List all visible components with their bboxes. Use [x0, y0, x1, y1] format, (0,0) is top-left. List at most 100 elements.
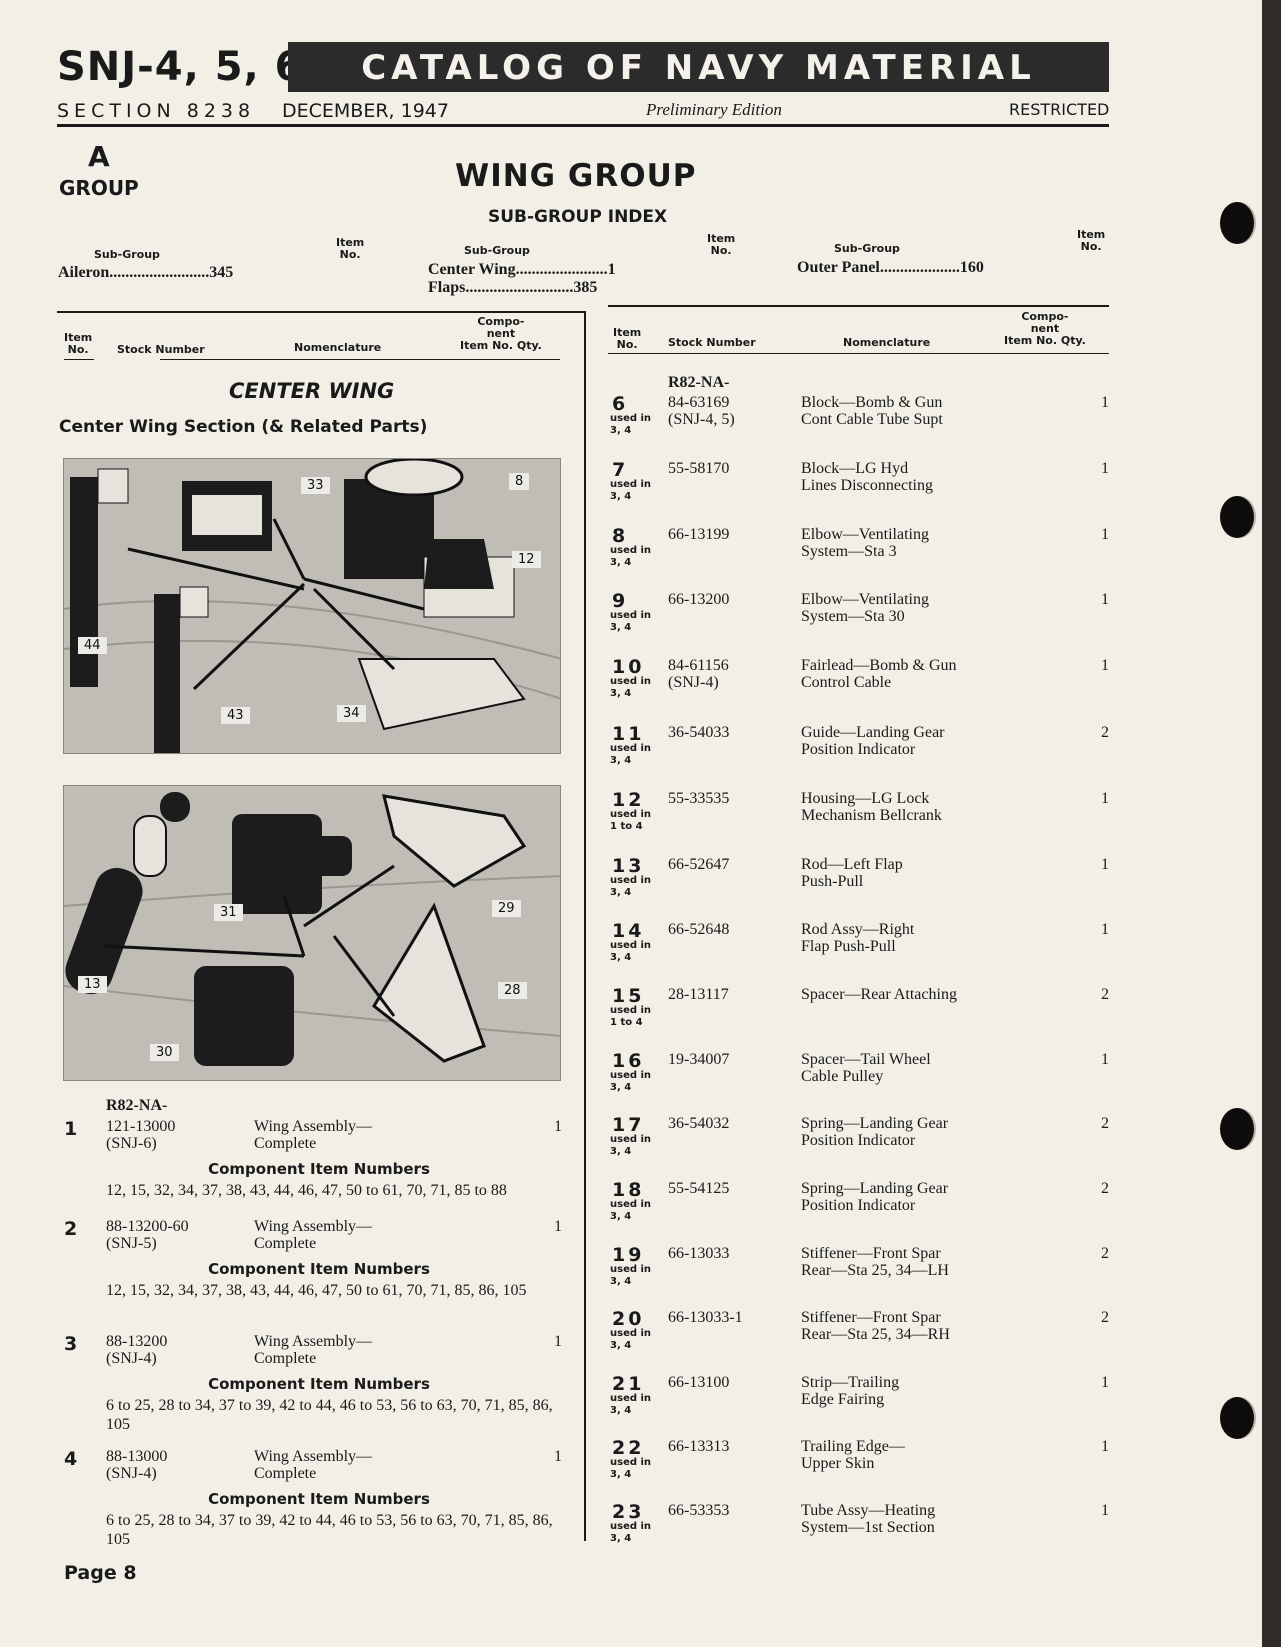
stock-number: 88-13000(SNJ-4)	[106, 1448, 168, 1482]
nomenclature: Wing Assembly—Complete	[254, 1218, 373, 1252]
component-numbers: 12, 15, 32, 34, 37, 38, 43, 44, 46, 47, …	[106, 1282, 527, 1299]
callout-33: 33	[301, 477, 330, 494]
edition-label: Preliminary Edition	[646, 100, 782, 119]
quantity: 1	[554, 1448, 562, 1465]
stock-number: 55-58170	[668, 460, 730, 477]
quantity: 1	[1101, 1051, 1109, 1068]
item-number: 7	[612, 459, 629, 481]
component-heading: Component Item Numbers	[208, 1375, 430, 1393]
stock-number: 36-54033	[668, 724, 730, 741]
stock-number: 84-63169(SNJ-4, 5)	[668, 394, 735, 428]
list-item[interactable]: 4 88-13000(SNJ-4) Wing Assembly—Complete…	[64, 1448, 574, 1558]
header-rule	[57, 124, 1109, 127]
quantity: 1	[1101, 460, 1109, 477]
list-item[interactable]: 2 88-13200-60(SNJ-5) Wing Assembly—Compl…	[64, 1218, 574, 1328]
right-header-stock: Stock Number	[668, 336, 756, 349]
quantity: 2	[1101, 1180, 1109, 1197]
item-number: 1	[64, 1118, 78, 1140]
right-header-nomenclature: Nomenclature	[843, 336, 931, 349]
quantity: 2	[1101, 724, 1109, 741]
item-number: 21	[612, 1373, 645, 1395]
nomenclature: Spacer—Rear Attaching	[801, 986, 957, 1003]
group-title: WING GROUP	[455, 158, 697, 194]
parts-illustration-2	[64, 786, 560, 1080]
center-wing-title: CENTER WING	[229, 379, 395, 403]
list-item[interactable]: 1 121-13000(SNJ-6) Wing Assembly—Complet…	[64, 1118, 574, 1228]
item-number: 2	[64, 1218, 78, 1240]
index-entry-flaps[interactable]: Flaps...........................385	[428, 279, 598, 296]
stock-number: 66-53353	[668, 1502, 730, 1519]
index-entry-outer-panel[interactable]: Outer Panel....................160	[797, 259, 984, 276]
quantity: 1	[1101, 790, 1109, 807]
component-heading: Component Item Numbers	[208, 1160, 430, 1178]
parts-photo-1: 33 8 12 44 43 34	[63, 458, 561, 754]
list-item[interactable]: 3 88-13200(SNJ-4) Wing Assembly—Complete…	[64, 1333, 574, 1443]
quantity: 1	[1101, 657, 1109, 674]
stock-number: 88-13200(SNJ-4)	[106, 1333, 168, 1367]
catalog-title-banner: CATALOG OF NAVY MATERIAL	[288, 42, 1109, 92]
right-table-top-rule	[608, 305, 1109, 307]
binder-hole	[1220, 1397, 1254, 1439]
item-number: 23	[612, 1501, 645, 1523]
index-col-subgroup: Sub-Group	[94, 248, 160, 261]
item-number: 14	[612, 920, 645, 942]
page-number: Page 8	[64, 1562, 137, 1584]
stock-number: 66-13033	[668, 1245, 730, 1262]
index-entry-aileron[interactable]: Aileron.........................345	[58, 264, 234, 281]
callout-34: 34	[337, 705, 366, 722]
index-entry-center-wing[interactable]: Center Wing.......................1	[428, 261, 616, 278]
component-heading: Component Item Numbers	[208, 1260, 430, 1278]
index-col-subgroup-3: Sub-Group	[834, 242, 900, 255]
header-underline	[608, 353, 1109, 354]
header-underline	[64, 359, 94, 360]
date-label: DECEMBER, 1947	[282, 100, 449, 122]
item-number: 3	[64, 1333, 78, 1355]
left-header-stock: Stock Number	[117, 343, 205, 356]
quantity: 1	[1101, 394, 1109, 411]
quantity: 1	[1101, 1374, 1109, 1391]
quantity: 1	[1101, 921, 1109, 938]
stock-number: 66-13100	[668, 1374, 730, 1391]
item-number: 10	[612, 656, 645, 678]
item-number: 12	[612, 789, 645, 811]
stock-number: 121-13000(SNJ-6)	[106, 1118, 176, 1152]
quantity: 1	[1101, 856, 1109, 873]
item-number: 8	[612, 525, 629, 547]
